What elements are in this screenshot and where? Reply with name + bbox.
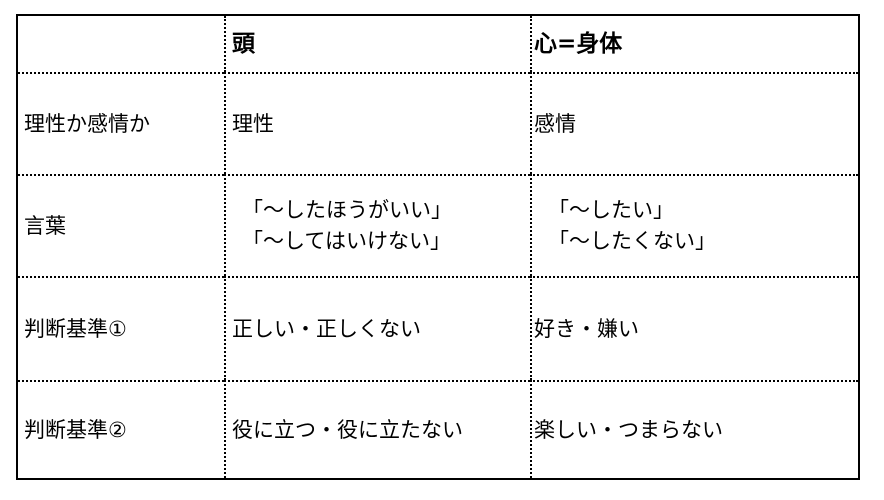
head-cell: 正しい・正しくない [224,276,530,380]
row-label: 判断基準② [24,417,127,442]
head-text: 理性 [232,111,274,136]
heart-body-text: 感情 [534,111,576,136]
head-text: 役に立つ・役に立たない [232,417,463,442]
heart-body-text-line: 「〜したい」 [548,198,674,222]
row-label-cell: 理性か感情か [18,72,224,174]
head-text-line: 「〜してはいけない」 [242,229,451,253]
comparison-table: 頭 心=身体 理性か感情か 理性 感情 言葉 「〜したほうがいい」 「〜してはい… [16,14,860,480]
heart-body-text-line: 「〜したくない」 [548,229,716,253]
row-label-cell: 判断基準② [18,380,224,478]
header-corner-cell [18,16,224,72]
heart-body-text-lines: 「〜したい」 「〜したくない」 [534,195,716,257]
head-text-lines: 「〜したほうがいい」 「〜してはいけない」 [232,195,452,257]
row-label-cell: 言葉 [18,174,224,276]
head-cell: 理性 [224,72,530,174]
head-cell: 役に立つ・役に立たない [224,380,530,478]
row-label: 言葉 [24,213,66,238]
row-label: 理性か感情か [24,111,150,136]
head-text-line: 「〜したほうがいい」 [242,198,452,222]
heart-body-cell: 感情 [530,72,858,174]
row-label-cell: 判断基準① [18,276,224,380]
header-head-cell: 頭 [224,16,530,72]
head-cell: 「〜したほうがいい」 「〜してはいけない」 [224,174,530,276]
heart-body-cell: 好き・嫌い [530,276,858,380]
header-heart-body-cell: 心=身体 [530,16,858,72]
heart-body-text: 楽しい・つまらない [534,417,723,442]
heart-body-cell: 「〜したい」 「〜したくない」 [530,174,858,276]
heart-body-cell: 楽しい・つまらない [530,380,858,478]
header-heart-body-label: 心=身体 [534,30,623,57]
header-head-label: 頭 [232,30,255,57]
heart-body-text: 好き・嫌い [534,316,639,341]
head-text: 正しい・正しくない [232,316,421,341]
row-label: 判断基準① [24,316,127,341]
